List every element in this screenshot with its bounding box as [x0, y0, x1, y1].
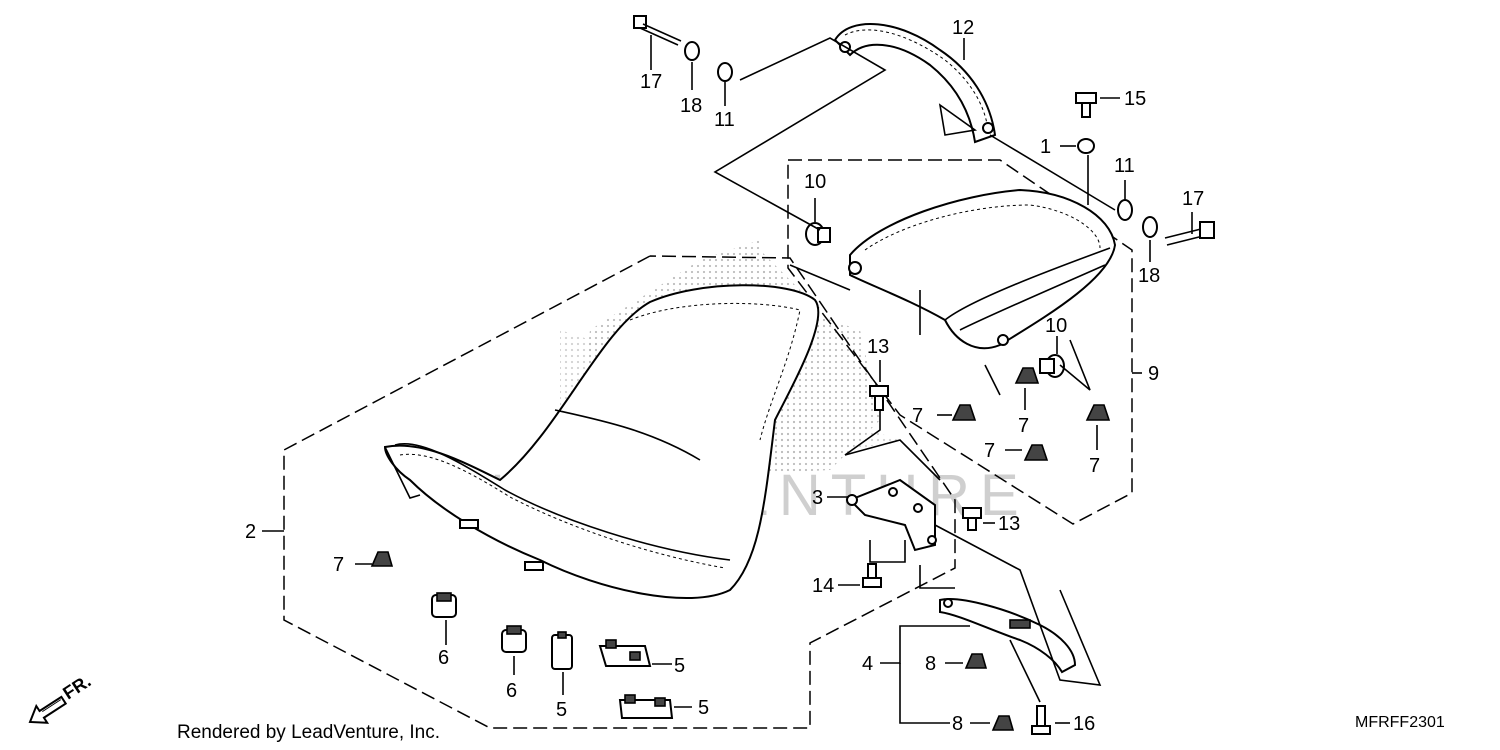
- callouts: 17 18 11 12 15 1 11 17 18 10 10 9 13 7 7…: [245, 17, 1204, 735]
- cushion-7-b: [1014, 367, 1040, 384]
- bolt-13-upper: [869, 385, 889, 411]
- collar-10-upper: [805, 222, 831, 246]
- collar-10-lower: [1039, 354, 1065, 378]
- callout-16: 16: [1073, 713, 1095, 735]
- bolt-13-lower: [962, 507, 982, 531]
- callout-3: 3: [812, 487, 823, 509]
- callout-18-right: 18: [1138, 265, 1160, 287]
- rear-bracket: [939, 598, 1077, 674]
- cushion-7-a: [951, 404, 977, 421]
- rubber-6-a: [431, 592, 457, 618]
- callout-7-d: 7: [1089, 455, 1100, 477]
- leader-lines: [262, 35, 1193, 724]
- callout-13-lower: 13: [998, 513, 1020, 535]
- bolt-14: [862, 563, 882, 588]
- bolt-17-left: [633, 15, 682, 46]
- main-seat: [383, 284, 820, 600]
- callout-10-upper: 10: [804, 171, 826, 193]
- callout-11-left: 11: [714, 109, 735, 131]
- callout-15: 15: [1124, 88, 1146, 110]
- diagram-code: MFRFF2301: [1355, 714, 1445, 731]
- bolt-16: [1031, 705, 1051, 735]
- callout-9: 9: [1148, 363, 1159, 385]
- nut-1: [1077, 138, 1095, 154]
- callout-18-left: 18: [680, 95, 702, 117]
- callout-17-left: 17: [640, 71, 662, 93]
- callout-6-a: 6: [438, 647, 449, 669]
- callout-7-b: 7: [1018, 415, 1029, 437]
- rubber-5-a: [551, 631, 573, 670]
- collar-11-right: [1117, 199, 1133, 221]
- grab-strap: [833, 23, 997, 144]
- rubber-5-c: [618, 694, 674, 719]
- callout-13-upper: 13: [867, 336, 889, 358]
- callout-4: 4: [862, 653, 873, 675]
- callout-7-c: 7: [984, 440, 995, 462]
- rubber-5-b: [598, 639, 652, 667]
- cushion-7-e: [370, 551, 394, 567]
- washer-18-right: [1142, 216, 1158, 238]
- callout-5-c: 5: [698, 697, 709, 719]
- pillion-group-outline: [787, 159, 1133, 525]
- callout-6-b: 6: [506, 680, 517, 702]
- callout-12: 12: [952, 17, 974, 39]
- bolt-17-right: [1164, 221, 1215, 246]
- callout-1: 1: [1040, 136, 1051, 158]
- callout-5-b: 5: [674, 655, 685, 677]
- callout-14: 14: [812, 575, 834, 597]
- callout-8-a: 8: [925, 653, 936, 675]
- callout-10-lower: 10: [1045, 315, 1067, 337]
- footer-credit: Rendered by LeadVenture, Inc.: [177, 722, 440, 743]
- pillion-seat: [848, 188, 1117, 350]
- callout-7-a: 7: [912, 405, 923, 427]
- callout-8-b: 8: [952, 713, 963, 735]
- callout-5-a: 5: [556, 699, 567, 721]
- front-direction-label: FR.: [59, 671, 94, 704]
- front-direction-indicator: FR.: [28, 671, 95, 724]
- callout-17-right: 17: [1182, 188, 1204, 210]
- seat-bracket: [846, 478, 937, 552]
- washer-18-left: [684, 41, 700, 61]
- collar-11-left: [717, 62, 733, 82]
- callout-2: 2: [245, 521, 256, 543]
- callout-11-right: 11: [1114, 155, 1135, 177]
- cushion-7-d: [1085, 404, 1111, 421]
- cushion-7-c: [1023, 444, 1049, 461]
- cushion-8-a: [964, 653, 988, 669]
- callout-7-e: 7: [333, 554, 344, 576]
- bolt-15: [1075, 92, 1097, 118]
- rubber-6-b: [501, 625, 527, 653]
- cushion-8-b: [991, 715, 1015, 731]
